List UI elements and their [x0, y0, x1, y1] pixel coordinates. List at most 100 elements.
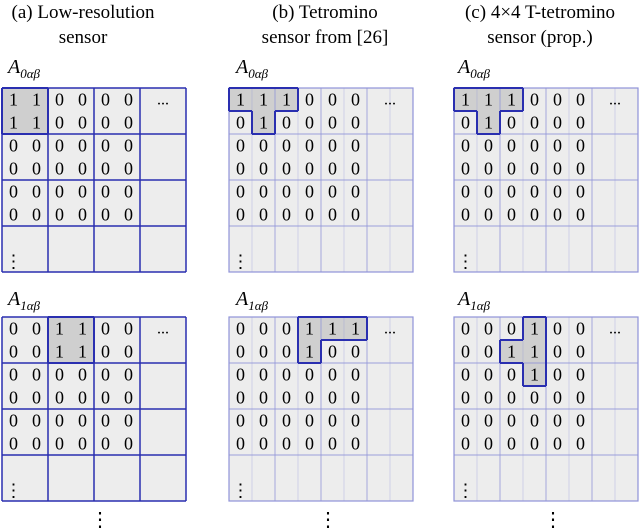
- matrix-value: 0: [351, 90, 360, 110]
- matrix-value: 0: [328, 411, 337, 431]
- matrix-value: 0: [236, 182, 245, 202]
- matrix-value: 1: [507, 342, 516, 362]
- matrix-value: 0: [259, 388, 268, 408]
- matrix-value: 0: [78, 90, 87, 110]
- row-ellipsis: ...: [609, 92, 621, 109]
- matrix-value: 1: [507, 90, 516, 110]
- matrix-value: 0: [530, 113, 539, 133]
- active-cell: [2, 88, 25, 111]
- matrix-value: 0: [461, 365, 470, 385]
- matrix-value: 0: [259, 159, 268, 179]
- matrix-value: 0: [236, 388, 245, 408]
- active-cell: [25, 111, 48, 134]
- matrix-value: 0: [553, 434, 562, 454]
- matrix-value: 0: [484, 182, 493, 202]
- matrix-value: 0: [530, 434, 539, 454]
- matrix-value: 0: [576, 411, 585, 431]
- matrix-value: 0: [507, 182, 516, 202]
- matrix-value: 0: [236, 365, 245, 385]
- matrix-value: 0: [124, 136, 133, 156]
- matrix-value: 0: [282, 205, 291, 225]
- matrix-value: 0: [78, 365, 87, 385]
- matrix-value: 0: [236, 342, 245, 362]
- matrix-value: 0: [282, 365, 291, 385]
- matrix-value: 0: [530, 388, 539, 408]
- matrix-value: 0: [553, 342, 562, 362]
- matrix-value: 0: [55, 113, 64, 133]
- matrix-value: 0: [507, 205, 516, 225]
- column-ellipsis: ⋮: [232, 252, 250, 272]
- matrix-value: 0: [282, 182, 291, 202]
- active-cell: [500, 340, 523, 363]
- matrix-value: 0: [351, 434, 360, 454]
- matrix-value: 1: [282, 90, 291, 110]
- active-cell: [454, 88, 477, 111]
- matrix-value: 0: [328, 388, 337, 408]
- matrix-value: 0: [328, 434, 337, 454]
- matrix-value: 0: [305, 365, 314, 385]
- matrix-value: 0: [351, 113, 360, 133]
- matrix-value: 0: [351, 136, 360, 156]
- matrix-value: 0: [305, 434, 314, 454]
- matrix-value: 0: [101, 388, 110, 408]
- matrix-border: [453, 87, 639, 273]
- matrix-value: 1: [55, 342, 64, 362]
- matrix-value: 1: [328, 319, 337, 339]
- matrix-value: 0: [32, 342, 41, 362]
- active-cell: [321, 317, 344, 340]
- matrix-value: 0: [124, 434, 133, 454]
- matrix-value: 0: [507, 365, 516, 385]
- matrix-value: 0: [553, 365, 562, 385]
- matrix-value: 1: [236, 90, 245, 110]
- active-cell: [252, 111, 275, 134]
- matrix-value: 0: [507, 113, 516, 133]
- matrix-value: 0: [236, 205, 245, 225]
- matrix-value: 0: [553, 182, 562, 202]
- matrix-value: 0: [351, 365, 360, 385]
- active-cell: [523, 317, 546, 340]
- row-ellipsis: ...: [384, 92, 396, 109]
- column-title-c-line2: sensor (prop.): [487, 27, 593, 48]
- matrix-value: 0: [32, 182, 41, 202]
- matrix-value: 0: [507, 434, 516, 454]
- matrix-value: 0: [9, 411, 18, 431]
- active-cell: [229, 88, 252, 111]
- matrix-value: 0: [351, 342, 360, 362]
- matrix-value: 0: [328, 365, 337, 385]
- matrix-value: 0: [530, 205, 539, 225]
- matrix-value: 0: [101, 182, 110, 202]
- column-ellipsis: ⋮: [457, 252, 475, 272]
- matrix-value: 0: [236, 113, 245, 133]
- matrix-value: 0: [461, 113, 470, 133]
- matrix-value: 0: [9, 342, 18, 362]
- matrix-value: 0: [351, 388, 360, 408]
- matrix-label-c1: A1αβ: [458, 288, 491, 313]
- matrix-value: 0: [484, 159, 493, 179]
- row-ellipsis: ...: [384, 321, 396, 338]
- matrix-value: 0: [101, 90, 110, 110]
- matrix-value: 0: [32, 319, 41, 339]
- matrix-value: 0: [236, 319, 245, 339]
- continuation-dots-b: ⋮: [318, 509, 338, 531]
- matrix-value: 1: [530, 319, 539, 339]
- active-cell: [477, 111, 500, 134]
- matrix-value: 0: [282, 113, 291, 133]
- active-cell: [252, 88, 275, 111]
- matrix-value: 0: [461, 182, 470, 202]
- matrix-value: 0: [55, 434, 64, 454]
- active-cell: [48, 317, 71, 340]
- active-cell: [2, 111, 25, 134]
- matrix-value: 0: [576, 113, 585, 133]
- row-ellipsis: ...: [609, 321, 621, 338]
- matrix-value: 0: [484, 205, 493, 225]
- matrix-value: 1: [32, 113, 41, 133]
- matrix-value: 0: [236, 136, 245, 156]
- matrix-value: 0: [461, 319, 470, 339]
- matrix-value: 0: [101, 136, 110, 156]
- matrix-value: 0: [553, 319, 562, 339]
- matrix-value: 1: [55, 319, 64, 339]
- matrix-value: 0: [282, 411, 291, 431]
- matrix-value: 0: [507, 388, 516, 408]
